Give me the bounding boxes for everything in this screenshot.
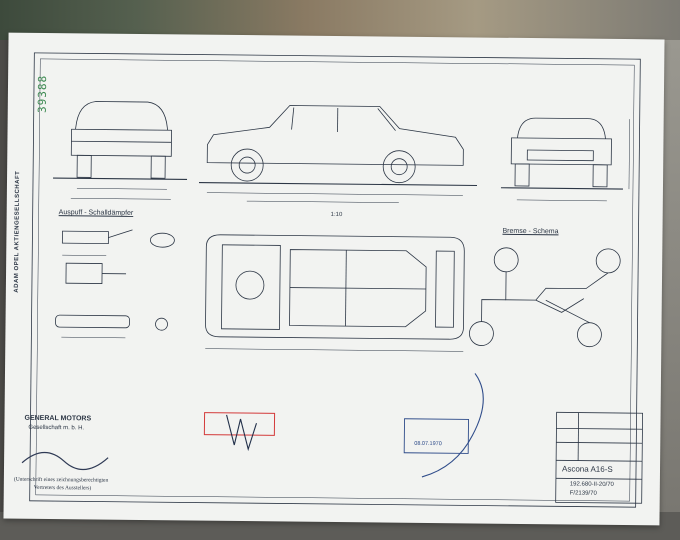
title-ref: F/2139/70 xyxy=(569,490,597,497)
top-view-car xyxy=(205,234,465,352)
blue-stamp xyxy=(403,418,469,454)
brake-section-title: Bremse - Schema xyxy=(502,227,559,236)
title-number: 192.680-II-20/70 xyxy=(569,481,614,488)
title-block-lines xyxy=(555,411,644,504)
side-view-car xyxy=(198,105,477,203)
red-stamp xyxy=(203,412,276,436)
outer-frame xyxy=(29,52,641,508)
signature-caption-line-1: (Unterschrift eines zeichnungsberechtigt… xyxy=(13,476,109,484)
blueprint-sheet: 39388 ADAM OPEL AKTIENGESELLSCHAFT Auspu… xyxy=(3,32,665,526)
rear-view-car xyxy=(53,101,188,200)
front-view-car xyxy=(500,117,630,202)
exhaust-parts xyxy=(55,229,175,339)
inner-frame xyxy=(35,58,635,502)
signature-right xyxy=(421,373,484,478)
signature-left xyxy=(21,451,109,471)
blueprint-drawing xyxy=(21,52,644,508)
company-name: GENERAL MOTORS xyxy=(24,414,92,423)
title-model: Ascona A16-S xyxy=(561,464,613,474)
company-vertical-text: ADAM OPEL AKTIENGESELLSCHAFT xyxy=(13,170,22,293)
stamp-date: 08.07.1970 xyxy=(414,440,442,448)
signature-middle xyxy=(226,414,258,452)
company-subtitle: Gesellschaft m. b. H. xyxy=(28,424,85,432)
exhaust-section-title: Auspuff - Schalldämpfer xyxy=(58,209,134,217)
scale-label: 1:10 xyxy=(330,211,343,219)
serial-number: 39388 xyxy=(35,74,50,114)
signature-caption-line-2: Vertreters des Ausstellers) xyxy=(33,484,92,492)
brake-schema xyxy=(469,247,621,348)
